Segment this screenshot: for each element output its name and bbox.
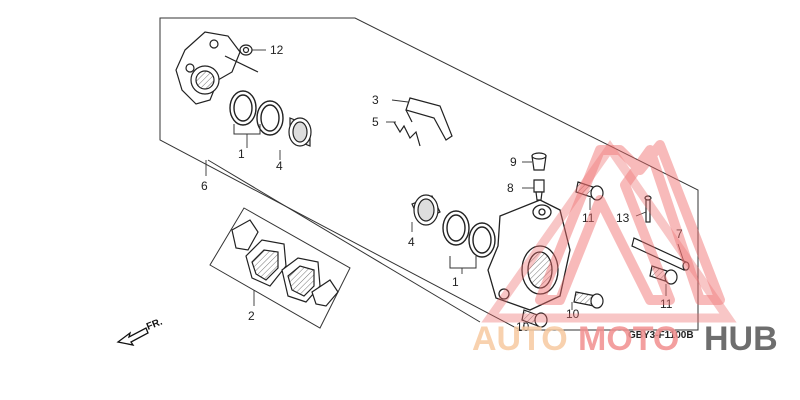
- bolt-10-middle: [573, 291, 604, 309]
- pad-retainer-5: [393, 121, 421, 147]
- callout-11-upper: 11: [582, 211, 595, 225]
- pad-spring-3: [405, 97, 453, 141]
- piston-lower: [411, 194, 441, 226]
- bolt-11-lower: [649, 265, 678, 285]
- callout-3: 3: [372, 93, 379, 107]
- callout-4-lower: 4: [408, 235, 415, 249]
- assembly-frame: [159, 17, 699, 331]
- pad-set-frame: [209, 207, 351, 329]
- callout-12: 12: [270, 43, 284, 57]
- pin-13: [644, 195, 652, 223]
- callout-9: 9: [510, 155, 517, 169]
- callout-11-lower: 11: [660, 297, 673, 311]
- leader-lines: [205, 49, 685, 330]
- callout-8: 8: [507, 181, 514, 195]
- callout-2: 2: [248, 309, 255, 323]
- direction-label: FR.: [145, 316, 164, 332]
- callout-1-upper: 1: [238, 147, 245, 161]
- piston-upper: [288, 117, 312, 147]
- bolt-12: [239, 44, 253, 56]
- bleeder-screw-8: [533, 179, 545, 201]
- callout-4-upper: 4: [276, 159, 283, 173]
- callout-1-lower: 1: [452, 275, 459, 289]
- frame-lower-edge: [207, 159, 481, 323]
- watermark-triangle-icon: [535, 140, 725, 305]
- front-direction-arrow: FR.: [116, 316, 164, 346]
- watermark: AUTO MOTO HUB: [472, 140, 778, 358]
- callout-7: 7: [676, 227, 683, 241]
- caliper-bracket: [175, 31, 259, 105]
- callout-13: 13: [616, 211, 630, 225]
- watermark-text-auto: AUTO: [472, 320, 568, 358]
- figure-code: GBY3-F1100B: [628, 330, 694, 341]
- callout-10-lower: 10: [516, 320, 530, 334]
- callout-10-middle: 10: [566, 307, 580, 321]
- caliper-body: [487, 199, 571, 311]
- bleeder-cap-9: [531, 152, 547, 171]
- watermark-text-hub: HUB: [704, 320, 778, 358]
- callout-5: 5: [372, 115, 379, 129]
- watermark-text-moto: MOTO: [578, 320, 679, 358]
- pin-7: [631, 237, 690, 271]
- brake-pads-2: [231, 219, 339, 307]
- bolt-10-lower: [521, 309, 548, 328]
- bolt-11-upper: [575, 181, 604, 201]
- leader-1-upper: [233, 124, 261, 135]
- seal-pair-upper: [229, 90, 284, 136]
- leader-1-lower: [449, 256, 477, 269]
- seal-pair-lower: [442, 210, 496, 258]
- arrow-icon: [116, 327, 149, 346]
- callout-6: 6: [201, 179, 208, 193]
